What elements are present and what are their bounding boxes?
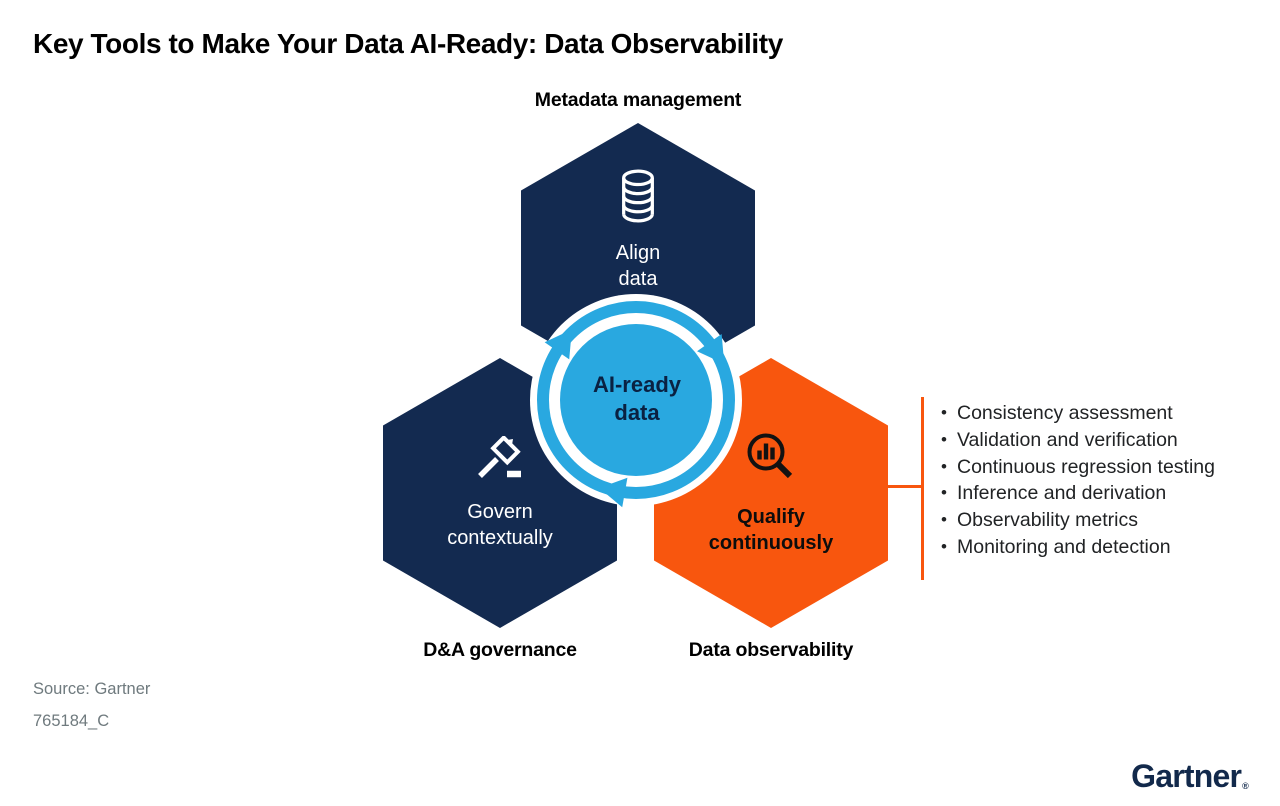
source-note: Source: Gartner [33, 680, 151, 698]
callout-item: • Validation and verification [941, 427, 1217, 454]
label-metadata-management: Metadata management [534, 89, 742, 111]
callout-item-text: Monitoring and detection [957, 535, 1171, 558]
hex-label-line: data [618, 268, 658, 290]
database-icon [617, 169, 659, 228]
center-label-ai-ready-data: AI-ready data [551, 371, 723, 427]
bullet-dot: • [941, 456, 947, 476]
center-label-line: data [614, 400, 660, 425]
callout-item: • Inference and derivation [941, 480, 1217, 507]
bullet-dot: • [941, 429, 947, 449]
hex-label-line: Govern [467, 500, 533, 523]
callout-item: • Observability metrics [941, 507, 1217, 534]
gartner-logo-text: Gartner [1131, 758, 1242, 794]
cycle-arrows-ring [530, 294, 742, 508]
bullet-dot: • [941, 510, 947, 530]
page-title: Key Tools to Make Your Data AI-Ready: Da… [33, 28, 783, 59]
callout-item: • Monitoring and detection [941, 534, 1217, 561]
callout-list: • Consistency assessment • Validation and v… [941, 400, 1217, 561]
hex-label-govern-contextually: Govern contextually [447, 499, 553, 551]
hex-label-line: Qualify [737, 505, 805, 528]
callout-item-text: Continuous regression testing [957, 455, 1215, 478]
hex-label-line: contextually [447, 526, 553, 549]
callout-item-text: Consistency assessment [957, 402, 1173, 424]
callout-connector-line [888, 485, 922, 488]
callout-item-text: Validation and verification [957, 428, 1178, 451]
magnifier-bar-chart-icon [743, 431, 799, 492]
registered-trademark-icon: ® [1242, 781, 1249, 791]
center-label-line: AI-ready [592, 372, 682, 397]
bullet-dot: • [941, 403, 947, 422]
label-da-governance: D&A governance [423, 639, 577, 661]
arrowhead-bottom [599, 477, 628, 508]
document-id: 765184_C [33, 712, 110, 730]
callout-bracket-line [921, 397, 924, 580]
gavel-icon [474, 434, 526, 487]
callout-item-text: Observability metrics [957, 509, 1138, 532]
callout-item: • Continuous regression testing [941, 454, 1217, 481]
gartner-logo: Gartner® [1131, 758, 1249, 795]
hex-label-line: Align [615, 242, 661, 264]
hex-label-align-data: Align data [616, 240, 660, 292]
bullet-dot: • [941, 483, 947, 503]
hex-label-line: continuously [708, 531, 834, 554]
bullet-dot: • [941, 536, 947, 556]
label-data-observability: Data observability [688, 639, 854, 661]
arrowhead-top-left [544, 329, 572, 360]
hex-label-qualify-continuously: Qualify continuously [709, 504, 833, 556]
arrowhead-top-right [697, 334, 725, 364]
callout-item-text: Inference and derivation [957, 482, 1167, 505]
callout-item: • Consistency assessment [941, 400, 1217, 427]
